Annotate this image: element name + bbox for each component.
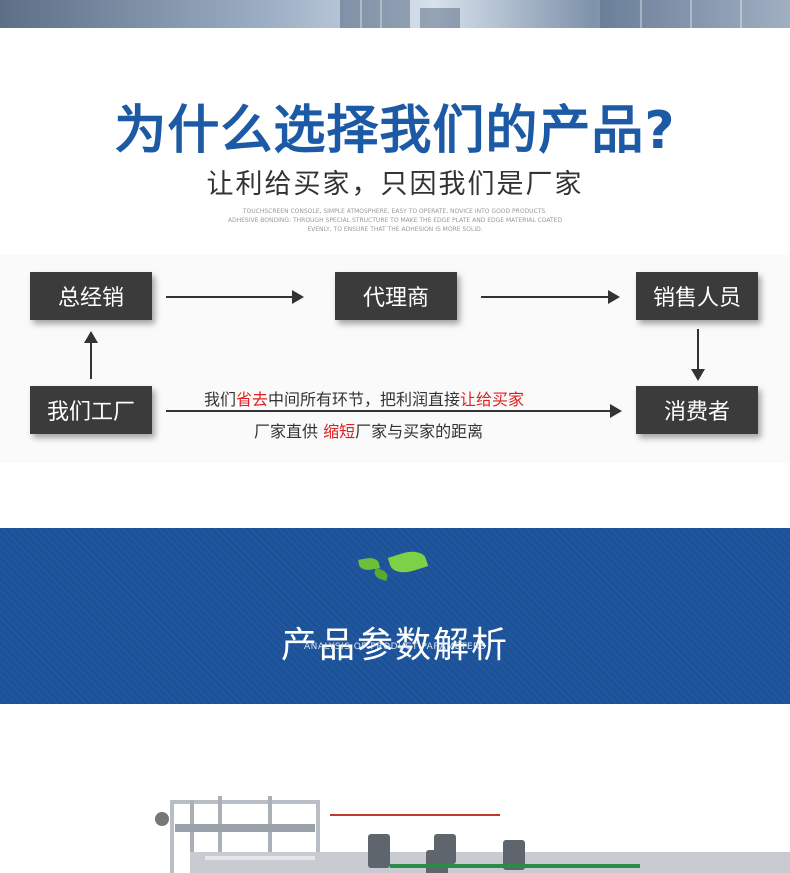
- why-small-line: EVENLY, TO ENSURE THAT THE ADHESION IS M…: [307, 226, 483, 233]
- box-general-distributor: 总经销: [30, 272, 152, 320]
- box-label: 消费者: [663, 400, 730, 425]
- top-banner-image: [0, 0, 790, 28]
- note-highlight: 缩短: [323, 422, 356, 441]
- box-salesperson: 销售人员: [636, 272, 758, 320]
- flow-note-skip-middlemen: 我们省去中间所有环节，把利润直接让给买家: [204, 386, 524, 410]
- note-highlight: 让给买家: [460, 390, 525, 409]
- leaf-icon: [387, 546, 429, 578]
- box-label: 代理商: [362, 286, 429, 311]
- note-text: 中间所有环节，把利润直接: [268, 390, 461, 409]
- box-agent: 代理商: [335, 272, 457, 320]
- params-banner: 产品参数解析 ANALYSIS OF PRODUCT PARAMETERS: [0, 528, 790, 704]
- why-title: 为什么选择我们的产品?: [114, 101, 676, 161]
- note-highlight: 省去: [236, 390, 269, 409]
- arrow-up-icon: [84, 331, 98, 379]
- why-small-line: ADHESIVE BONDING: THROUGH SPECIAL STRUCT…: [227, 217, 563, 224]
- leaf-icon: [372, 567, 390, 582]
- box-label: 总经销: [57, 286, 124, 311]
- arrow-right-icon: [481, 290, 620, 304]
- box-label: 销售人员: [652, 286, 741, 311]
- arrow-down-icon: [691, 329, 705, 381]
- box-our-factory: 我们工厂: [30, 386, 152, 434]
- note-text: 厂家直供: [254, 422, 324, 441]
- note-text: 我们: [204, 390, 237, 409]
- why-small-line: TOUCHSCREEN CONSOLE, SIMPLE ATMOSPHERE, …: [242, 208, 548, 215]
- params-subtitle: ANALYSIS OF PRODUCT PARAMETERS: [303, 642, 486, 652]
- flow-note-direct-supply: 厂家直供 缩短厂家与买家的距离: [254, 418, 483, 442]
- why-small-text: TOUCHSCREEN CONSOLE, SIMPLE ATMOSPHERE, …: [0, 207, 790, 234]
- machine-image: [0, 704, 790, 873]
- params-title: 产品参数解析: [280, 625, 509, 666]
- why-subtitle: 让利给买家，只因我们是厂家: [206, 169, 584, 200]
- arrow-right-icon: [166, 290, 304, 304]
- note-text: 厂家与买家的距离: [355, 422, 484, 441]
- box-consumer: 消费者: [636, 386, 758, 434]
- supply-chain-diagram: 总经销 代理商 销售人员 我们工厂 消费者 我们省去中间所有环节，把利润直接让给…: [0, 255, 790, 463]
- arrow-right-icon: [166, 404, 622, 418]
- box-label: 我们工厂: [46, 400, 135, 425]
